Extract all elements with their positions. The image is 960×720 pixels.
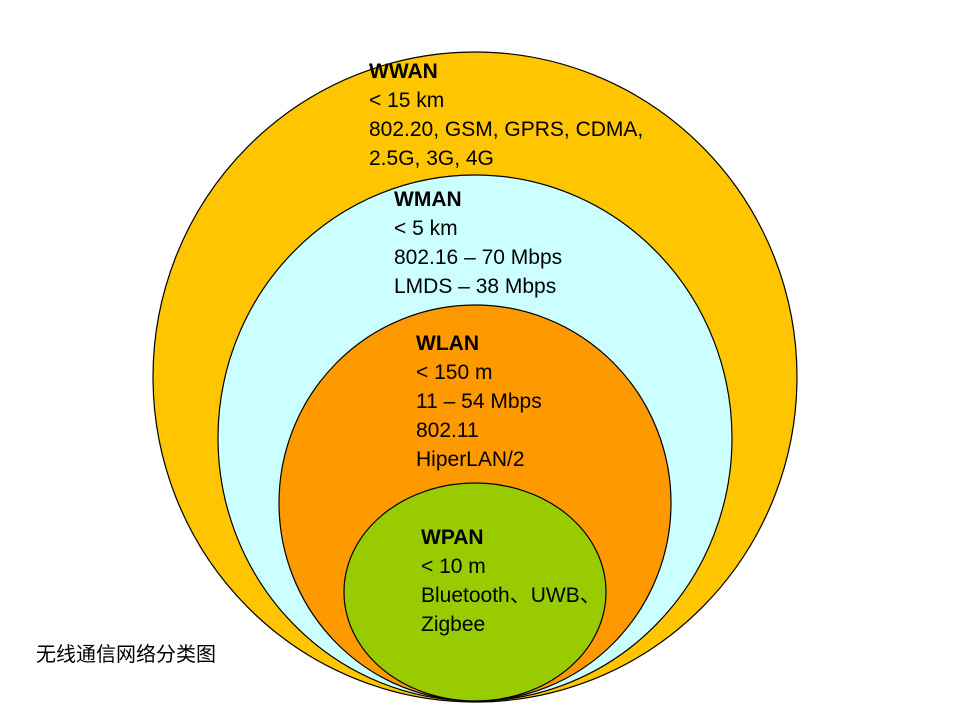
- wpan-title: WPAN: [421, 526, 484, 549]
- wwan-range: < 15 km: [369, 89, 445, 112]
- wwan-standards: 802.20, GSM, GPRS, CDMA,: [369, 118, 644, 141]
- wpan-label: WPAN < 10 m Bluetooth、UWB、 Zigbee: [421, 523, 601, 639]
- wlan-rate: 11 – 54 Mbps: [416, 390, 542, 413]
- wpan-tech-2: Zigbee: [421, 613, 486, 636]
- wman-label: WMAN < 5 km 802.16 – 70 Mbps LMDS – 38 M…: [394, 185, 562, 301]
- wman-rate-lmds: LMDS – 38 Mbps: [394, 275, 557, 298]
- wman-range: < 5 km: [394, 217, 458, 240]
- wpan-tech-1: Bluetooth、UWB、: [421, 584, 601, 607]
- wwan-title: WWAN: [369, 60, 438, 83]
- wlan-standard-hiperlan: HiperLAN/2: [416, 448, 525, 471]
- wpan-ellipse: [343, 482, 607, 702]
- wlan-label: WLAN < 150 m 11 – 54 Mbps 802.11 HiperLA…: [416, 329, 542, 474]
- wlan-range: < 150 m: [416, 361, 493, 384]
- wlan-standard-80211: 802.11: [416, 419, 479, 442]
- diagram-caption: 无线通信网络分类图: [36, 642, 216, 666]
- wpan-range: < 10 m: [421, 555, 486, 578]
- wlan-title: WLAN: [416, 332, 479, 355]
- wwan-generations: 2.5G, 3G, 4G: [369, 147, 494, 170]
- wman-rate-80216: 802.16 – 70 Mbps: [394, 246, 563, 269]
- wman-title: WMAN: [394, 188, 462, 211]
- wwan-label: WWAN < 15 km 802.20, GSM, GPRS, CDMA, 2.…: [369, 57, 643, 173]
